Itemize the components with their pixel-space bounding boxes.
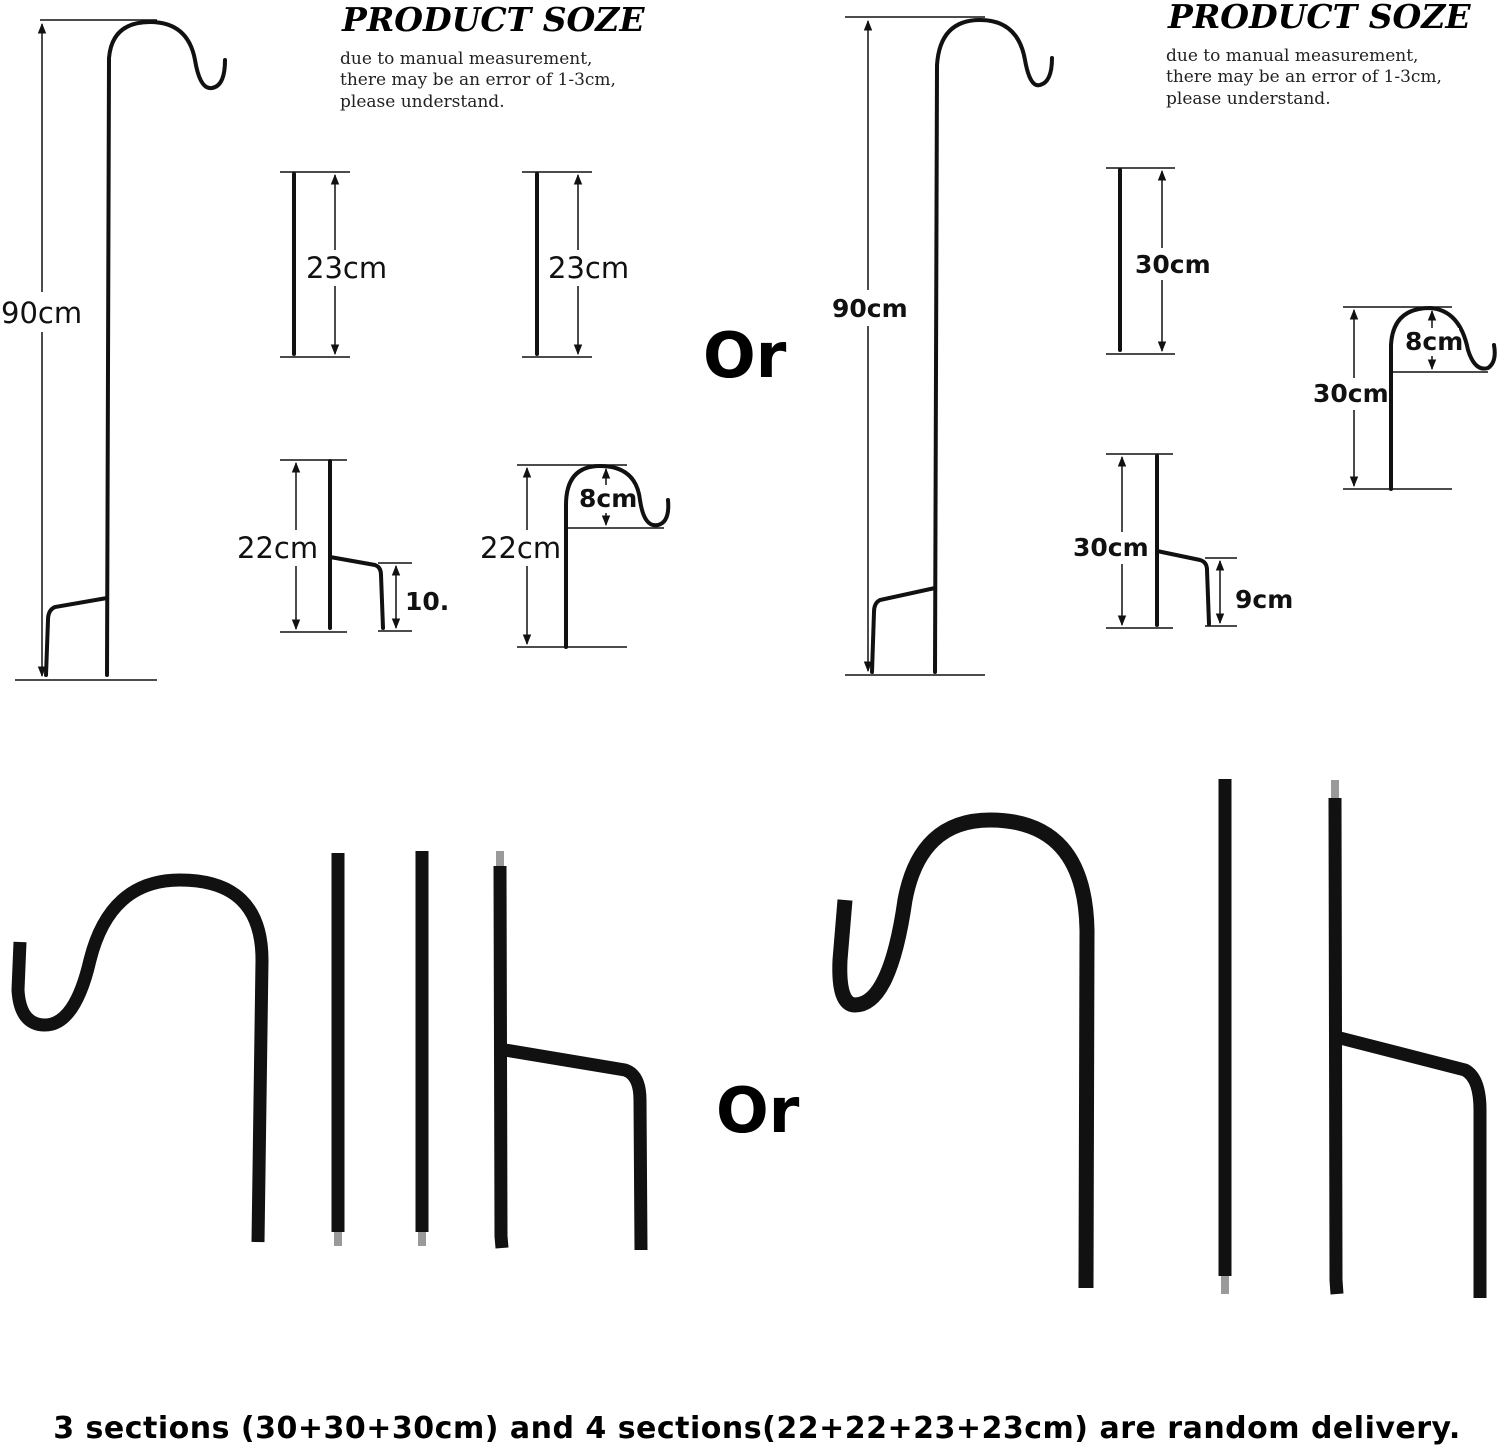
right-rod-label: 30cm: [1135, 250, 1211, 279]
left-leg-foot-label: 10.: [405, 587, 449, 616]
right-hook-label: 30cm: [1313, 379, 1389, 408]
right-leg-foot-label: 9cm: [1235, 585, 1293, 614]
left-hook-label: 22cm: [480, 531, 561, 565]
four-section-parts-photo: [11, 851, 648, 1251]
left-note-1: due to manual measurement,: [340, 49, 592, 69]
left-hook-depth-label: 8cm: [579, 484, 637, 513]
left-rod2-label: 23cm: [548, 251, 629, 285]
right-leg-piece: 30cm 9cm: [1071, 453, 1293, 629]
left-rod-2: 23cm: [522, 171, 629, 358]
left-hook-piece: 8cm 22cm: [479, 463, 671, 649]
left-full-shepherd-hook: 90cm: [0, 19, 227, 681]
left-note-2: there may be an error of 1-3cm,: [340, 70, 616, 90]
right-total-label: 90cm: [832, 294, 908, 323]
left-note-3: please understand.: [340, 92, 505, 112]
or-separator-bottom: Or: [716, 1074, 800, 1147]
left-title: PRODUCT SOZE: [341, 0, 645, 39]
right-leg-label: 30cm: [1073, 533, 1149, 562]
right-hook-depth-label: 8cm: [1405, 327, 1463, 356]
leg-section: [493, 865, 509, 1249]
left-leg-label: 22cm: [237, 531, 318, 565]
three-section-parts-photo: [832, 779, 1487, 1298]
right-title: PRODUCT SOZE: [1167, 0, 1471, 36]
right-note-3: please understand.: [1166, 89, 1331, 109]
or-separator-top: Or: [703, 319, 787, 392]
right-rod: 30cm: [1106, 167, 1213, 355]
right-panel: PRODUCT SOZE due to manual measurement, …: [830, 0, 1497, 676]
left-rod-1: 23cm: [280, 171, 387, 358]
right-note-1: due to manual measurement,: [1166, 46, 1418, 66]
left-leg-piece: 22cm 10.: [236, 459, 449, 633]
left-panel: PRODUCT SOZE due to manual measurement, …: [0, 0, 671, 681]
hook-section: [11, 873, 269, 1243]
right-full-shepherd-hook: 90cm: [830, 16, 1054, 676]
left-rod1-label: 23cm: [306, 251, 387, 285]
right-hook-piece: 8cm 30cm: [1311, 305, 1497, 491]
right-note-2: there may be an error of 1-3cm,: [1166, 67, 1442, 87]
leg-section: [1328, 797, 1344, 1295]
hook-section: [832, 812, 1095, 1289]
delivery-caption: 3 sections (30+30+30cm) and 4 sections(2…: [53, 1411, 1461, 1446]
left-total-label: 90cm: [1, 296, 82, 330]
